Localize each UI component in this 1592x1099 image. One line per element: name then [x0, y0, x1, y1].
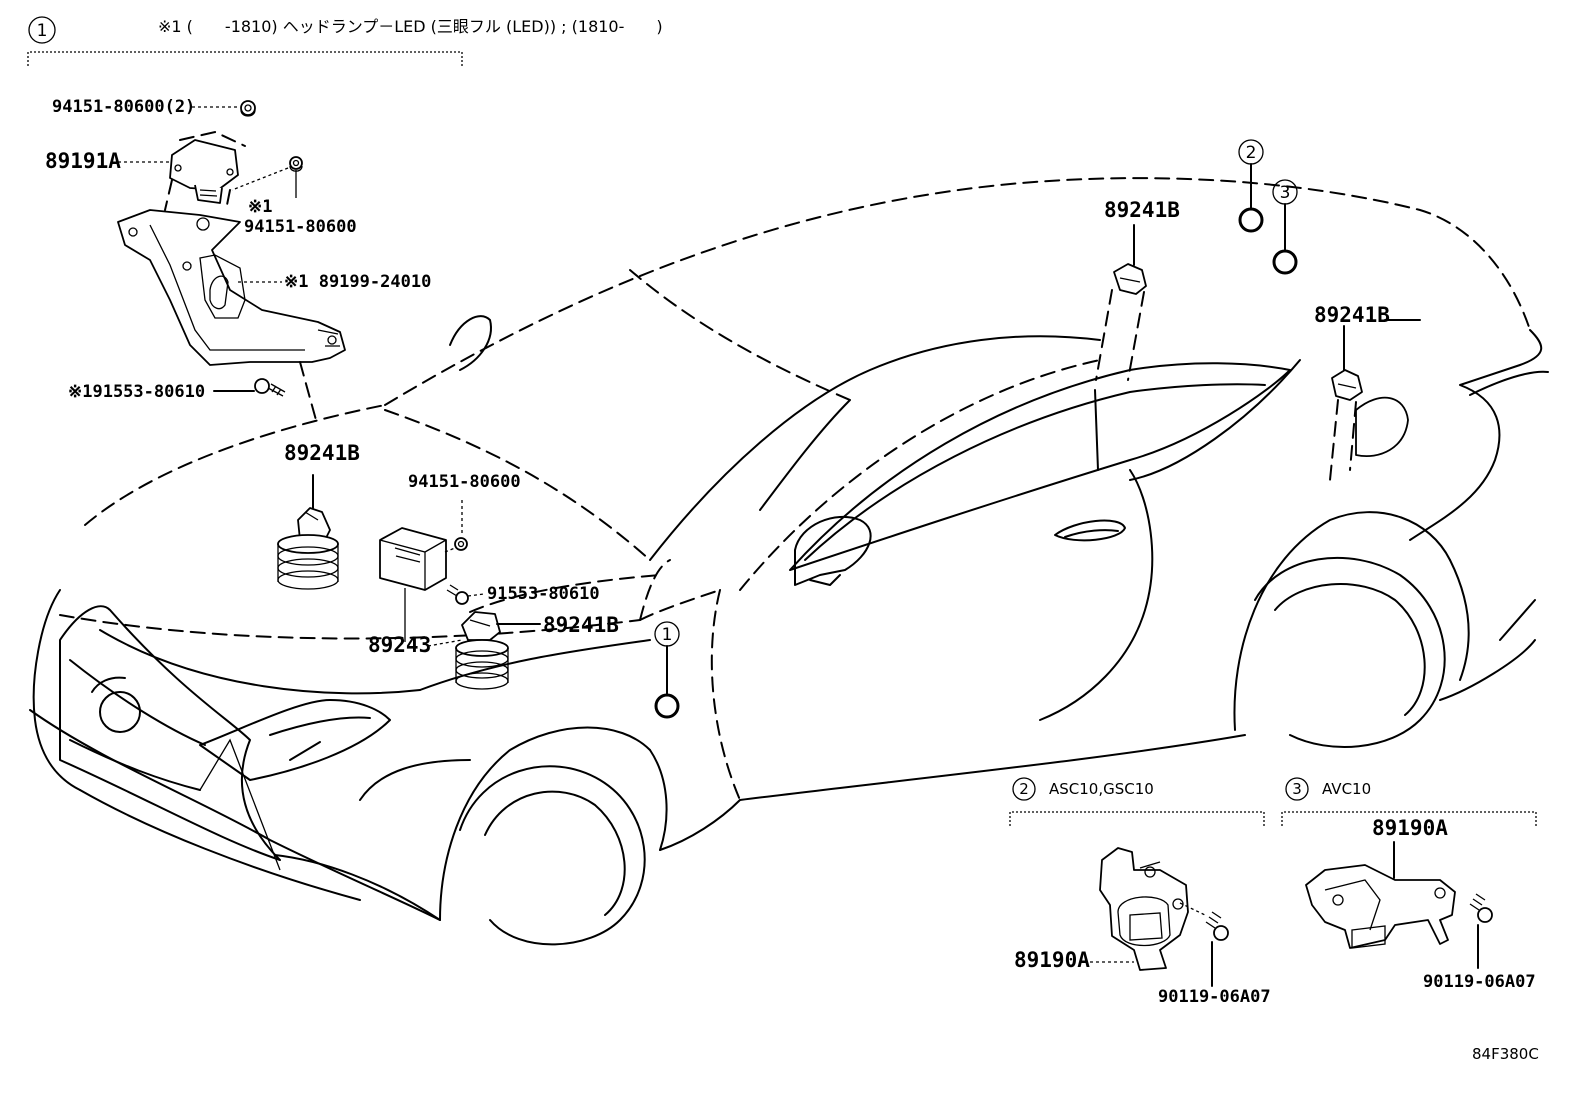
grommet-icon [1272, 249, 1298, 275]
bolt-icon [446, 584, 485, 605]
height-sensor-rear-icon [1305, 841, 1456, 949]
label-91553-80610-x1: ※191553-80610 [68, 382, 205, 402]
bolt-icon [254, 378, 286, 397]
label-mark-x1: ※1 [248, 197, 272, 217]
label-89241b-rear-top: 89241B [1104, 198, 1180, 222]
label-89241b-mid: 89241B [543, 613, 619, 637]
grommet-icon [1238, 207, 1264, 233]
bolt-icon [1469, 893, 1493, 969]
callout-2-body: 2 [1238, 139, 1264, 233]
reference-code: 84F380C [1472, 1045, 1539, 1063]
bracket-icon [117, 209, 346, 421]
label-89199-24010: ※1 89199-24010 [284, 272, 431, 292]
height-sensor-rear-icon [1099, 847, 1189, 971]
label-89190a-left: 89190A [1014, 948, 1090, 972]
callout-1-header-circle [28, 16, 56, 44]
header-bracket [27, 51, 463, 66]
connector-89241b-front-icon [277, 474, 339, 590]
height-sensor-icon [164, 130, 246, 211]
label-89190a-right: 89190A [1372, 816, 1448, 840]
label-90119-06a07-left: 90119-06A07 [1158, 987, 1271, 1007]
label-91553-80610: 91553-80610 [487, 584, 600, 604]
header: 1 ※1 ( -1810) ヘッドランプ－LED (三眼フル (LED)) ; … [27, 16, 663, 66]
nut-icon [231, 156, 303, 191]
inset-2-title: ASC10,GSC10 [1049, 780, 1154, 798]
label-90119-06a07-right: 90119-06A07 [1423, 972, 1536, 992]
nut-icon [240, 100, 256, 117]
connector-89241b-rear-icon [1329, 325, 1409, 481]
inset-2: 2 ASC10,GSC10 [1009, 777, 1265, 987]
car-body-outline [29, 177, 1549, 946]
bolt-icon [1179, 902, 1229, 987]
label-94151-80600-2: 94151-80600(2) [52, 97, 195, 117]
label-89191a: 89191A [45, 149, 121, 173]
nut-icon [444, 500, 468, 553]
part-labels: 94151-80600(2) 89191A ※1 94151-80600 ※1 … [45, 97, 1536, 1007]
header-note: ※1 ( -1810) ヘッドランプ－LED (三眼フル (LED)) ; (1… [158, 17, 663, 36]
callout-3-body: 3 [1272, 179, 1298, 275]
callout-3-body-number: 3 [1280, 183, 1291, 203]
callout-1-body-number: 1 [662, 625, 673, 645]
inset-3-title: AVC10 [1322, 780, 1371, 798]
inset-3-callout: 3 [1292, 780, 1302, 798]
leveling-bracket-assembly [117, 100, 346, 421]
label-89241b-front: 89241B [284, 441, 360, 465]
inset-3-bracket [1281, 811, 1537, 826]
callout-1-header-number: 1 [37, 21, 48, 41]
inset-2-callout: 2 [1019, 780, 1029, 798]
connector-89241b-mid-icon [455, 574, 661, 690]
callout-2-body-number: 2 [1246, 143, 1257, 163]
inset-3: 3 AVC10 [1281, 777, 1537, 969]
label-89243: 89243 [368, 633, 431, 657]
inset-2-bracket [1009, 811, 1265, 826]
label-94151-80600-b: 94151-80600 [408, 472, 521, 492]
label-94151-80600-a: 94151-80600 [244, 217, 357, 237]
label-89241b-rear: 89241B [1314, 303, 1390, 327]
grommet-icon [654, 693, 680, 719]
ecu-module-icon [379, 527, 447, 642]
callout-1-body: 1 [654, 621, 680, 719]
connector-89241b-rear-top-icon [1095, 224, 1147, 381]
